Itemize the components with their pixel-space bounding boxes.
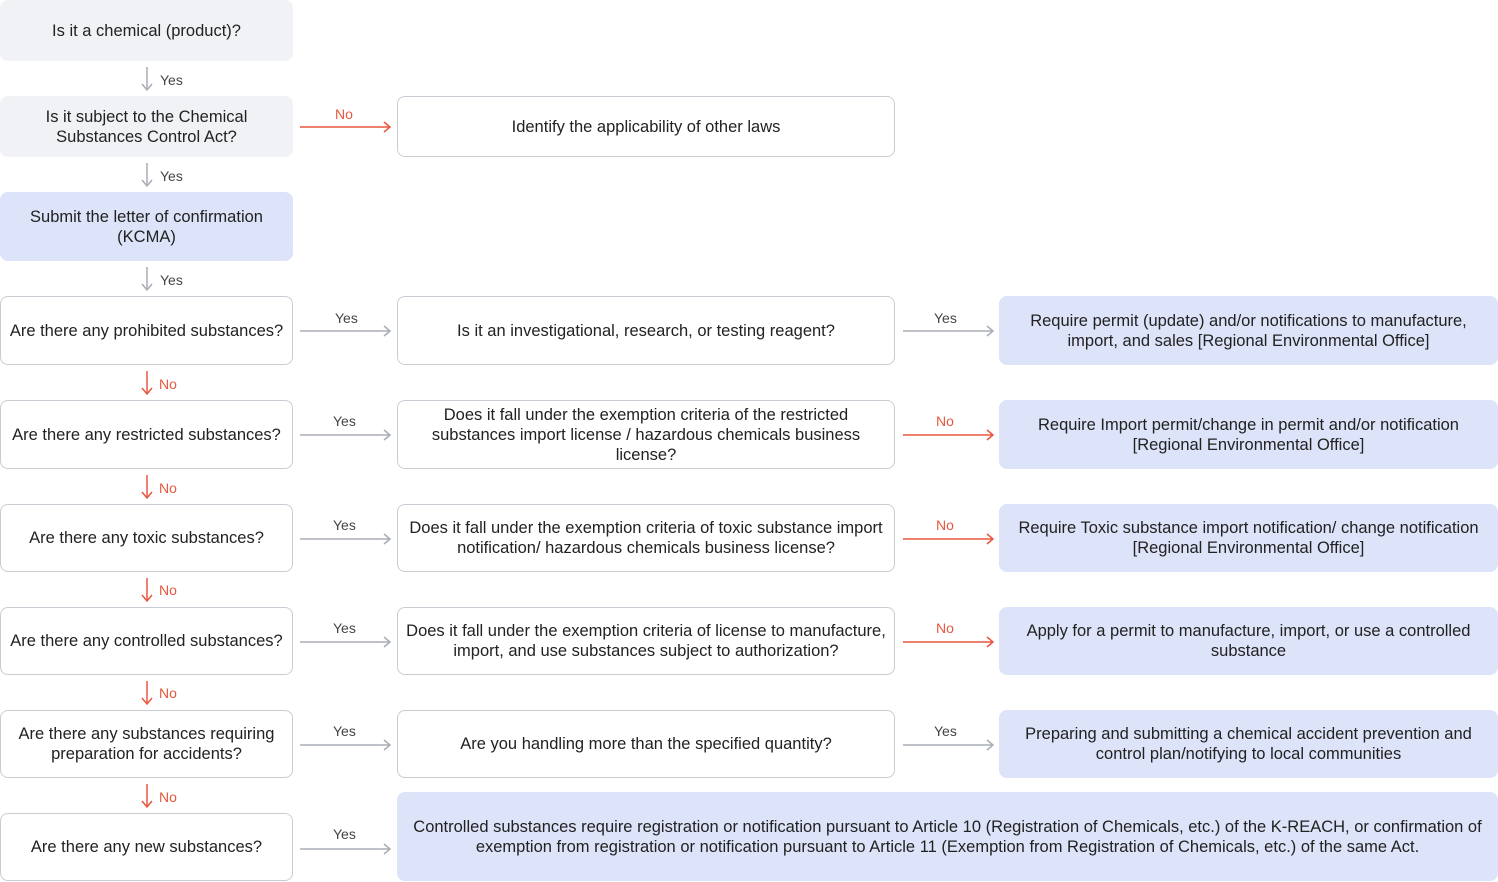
question-accidents: Are there any substances requiring prepa… — [0, 710, 293, 778]
label-no: No — [936, 620, 954, 636]
submit-letter-text: Submit the letter of confirmation (KCMA) — [30, 207, 263, 246]
arrowhead — [141, 179, 153, 188]
submit-letter-box: Submit the letter of confirmation (KCMA) — [0, 192, 293, 261]
other-laws-text: Identify the applicability of other laws — [511, 117, 781, 136]
arrowhead — [383, 843, 392, 855]
label-no: No — [335, 106, 353, 122]
result-text: Controlled substances require registrati… — [413, 817, 1482, 856]
label-no: No — [159, 480, 177, 496]
check-text: Does it fall under the exemption criteri… — [406, 622, 886, 660]
check-restricted: Does it fall under the exemption criteri… — [397, 400, 895, 469]
label-yes: Yes — [160, 168, 183, 184]
label-no: No — [159, 376, 177, 392]
result-new-substances: Controlled substances require registrati… — [397, 792, 1498, 881]
label-no: No — [936, 517, 954, 533]
result-toxic: Require Toxic substance import notificat… — [999, 504, 1498, 572]
label-no: No — [159, 685, 177, 701]
question-chemical-product: Is it a chemical (product)? — [0, 0, 293, 61]
other-laws-box: Identify the applicability of other laws — [397, 96, 895, 157]
label-yes: Yes — [934, 310, 957, 326]
question-subject-to-act: Is it subject to the Chemical Substances… — [0, 96, 293, 157]
result-controlled: Apply for a permit to manufacture, impor… — [999, 607, 1498, 675]
arrowhead — [383, 121, 392, 133]
label-yes: Yes — [934, 723, 957, 739]
question-prohibited: Are there any prohibited substances? — [0, 296, 293, 365]
arrowhead — [141, 283, 153, 292]
question-text: Are there any new substances? — [30, 838, 263, 856]
check-text: Does it fall under the exemption criteri… — [409, 519, 883, 557]
arrowhead — [383, 739, 392, 751]
label-no: No — [159, 582, 177, 598]
question-new-substances: Are there any new substances? — [0, 813, 293, 881]
question-toxic: Are there any toxic substances? — [0, 504, 293, 572]
arrowhead — [383, 636, 392, 648]
arrowhead — [141, 491, 153, 500]
arrowhead — [986, 429, 995, 441]
question-text: Are there any substances requiring prepa… — [18, 725, 275, 763]
label-yes: Yes — [333, 723, 356, 739]
label-yes: Yes — [335, 310, 358, 326]
question-text: Is it a chemical (product)? — [52, 21, 241, 40]
result-text: Require Import permit/change in permit a… — [1038, 415, 1459, 454]
result-prohibited: Require permit (update) and/or notificat… — [999, 296, 1498, 365]
label-yes: Yes — [160, 272, 183, 288]
check-text: Are you handling more than the specified… — [460, 735, 832, 753]
result-text: Apply for a permit to manufacture, impor… — [1026, 622, 1471, 660]
check-toxic: Does it fall under the exemption criteri… — [397, 504, 895, 572]
question-text: Are there any restricted substances? — [12, 425, 281, 444]
arrowhead — [141, 83, 153, 92]
arrowhead — [141, 697, 153, 706]
label-no: No — [159, 789, 177, 805]
check-text: Is it an investigational, research, or t… — [457, 321, 835, 340]
arrowhead — [986, 325, 995, 337]
result-text: Preparing and submitting a chemical acci… — [1025, 725, 1472, 763]
question-restricted: Are there any restricted substances? — [0, 400, 293, 469]
check-text: Does it fall under the exemption criteri… — [431, 405, 861, 464]
arrowhead — [141, 387, 153, 396]
result-text: Require Toxic substance import notificat… — [1018, 519, 1479, 557]
arrowhead — [383, 429, 392, 441]
label-yes: Yes — [333, 620, 356, 636]
arrowhead — [141, 800, 153, 809]
result-accidents: Preparing and submitting a chemical acci… — [999, 710, 1498, 778]
arrowhead — [383, 533, 392, 545]
question-text: Are there any toxic substances? — [29, 529, 264, 547]
check-accidents: Are you handling more than the specified… — [397, 710, 895, 778]
label-yes: Yes — [333, 826, 356, 842]
label-yes: Yes — [333, 517, 356, 533]
question-text: Is it subject to the Chemical Substances… — [45, 107, 248, 146]
arrowhead — [986, 739, 995, 751]
label-yes: Yes — [160, 72, 183, 88]
arrowhead — [986, 636, 995, 648]
question-text: Are there any prohibited substances? — [9, 321, 284, 340]
question-text: Are there any controlled substances? — [10, 632, 283, 650]
label-yes: Yes — [333, 413, 356, 429]
arrowhead — [986, 533, 995, 545]
label-no: No — [936, 413, 954, 429]
arrowhead — [141, 594, 153, 603]
question-controlled: Are there any controlled substances? — [0, 607, 293, 675]
result-restricted: Require Import permit/change in permit a… — [999, 400, 1498, 469]
check-prohibited: Is it an investigational, research, or t… — [397, 296, 895, 365]
arrowhead — [383, 325, 392, 337]
result-text: Require permit (update) and/or notificat… — [1030, 311, 1467, 350]
check-controlled: Does it fall under the exemption criteri… — [397, 607, 895, 675]
